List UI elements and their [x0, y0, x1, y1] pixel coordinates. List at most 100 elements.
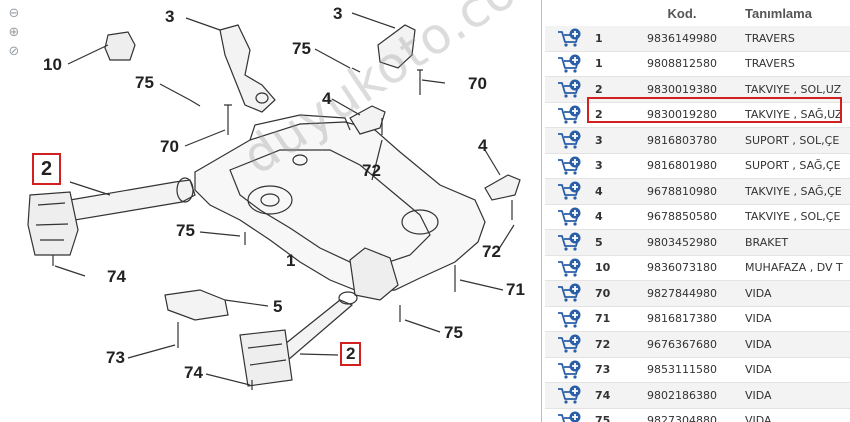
part-ref-number: 72 — [593, 331, 623, 358]
callout-2-left[interactable]: 2 — [32, 153, 62, 185]
cart-cell — [545, 127, 593, 154]
part-code: 9853111580 — [623, 357, 741, 383]
callout-75-b[interactable]: 75 — [292, 39, 311, 58]
zoom-reset-icon[interactable]: ⊘ — [8, 44, 20, 59]
add-to-cart-icon[interactable] — [556, 181, 582, 201]
parts-diagram[interactable]: ⊖ ⊕ ⊘ duyukoto.com 3 3 10 75 75 70 70 4 … — [0, 0, 568, 422]
part-description: TRAVERS — [741, 51, 850, 77]
add-to-cart-icon[interactable] — [556, 54, 582, 74]
callout-10[interactable]: 10 — [43, 55, 62, 74]
add-to-cart-icon[interactable] — [556, 283, 582, 303]
callout-3-right[interactable]: 3 — [333, 4, 343, 23]
part-ref-number: 2 — [593, 102, 623, 128]
part-ref-number: 73 — [593, 357, 623, 383]
zoom-in-icon[interactable]: ⊕ — [8, 25, 20, 40]
part-ref-number: 70 — [593, 280, 623, 307]
callout-72-b[interactable]: 72 — [482, 242, 501, 261]
part-code: 9827304880 — [623, 408, 741, 422]
callout-2-right[interactable]: 2 — [340, 342, 362, 366]
cart-cell — [545, 331, 593, 358]
callout-70-right[interactable]: 70 — [468, 74, 487, 93]
add-to-cart-icon[interactable] — [556, 411, 582, 422]
callout-4-right[interactable]: 4 — [478, 136, 488, 155]
add-to-cart-icon[interactable] — [556, 385, 582, 405]
callout-4-left[interactable]: 4 — [322, 89, 332, 108]
cart-cell — [545, 76, 593, 103]
add-to-cart-icon[interactable] — [556, 105, 582, 125]
zoom-toolbar: ⊖ ⊕ ⊘ — [6, 6, 22, 63]
part-code: 9816817380 — [623, 306, 741, 332]
part-code: 9676367680 — [623, 331, 741, 358]
cart-cell — [545, 102, 593, 128]
part-code: 9816801980 — [623, 153, 741, 179]
part-code: 9827844980 — [623, 280, 741, 307]
add-to-cart-icon[interactable] — [556, 334, 582, 354]
cart-cell — [545, 306, 593, 332]
callout-75-d[interactable]: 75 — [444, 323, 463, 342]
part-description: VIDA — [741, 306, 850, 332]
callout-3-left[interactable]: 3 — [165, 7, 175, 26]
callout-5[interactable]: 5 — [273, 297, 283, 316]
add-to-cart-icon[interactable] — [556, 232, 582, 252]
zoom-out-icon[interactable]: ⊖ — [8, 6, 20, 21]
add-to-cart-icon[interactable] — [556, 207, 582, 227]
part-code: 9830019280 — [623, 102, 741, 128]
part-description: SUPORT , SOL,ÇE — [741, 127, 850, 154]
part-code: 9803452980 — [623, 229, 741, 256]
cart-cell — [545, 255, 593, 281]
callout-72-a[interactable]: 72 — [362, 161, 381, 180]
part-description: VIDA — [741, 331, 850, 358]
part-description: TAKVIYE , SOL,UZ — [741, 76, 850, 103]
cart-cell — [545, 51, 593, 77]
part-description: SUPORT , SAĞ,ÇE — [741, 153, 850, 179]
part-description: BRAKET — [741, 229, 850, 256]
add-to-cart-icon[interactable] — [556, 309, 582, 329]
part-ref-number: 71 — [593, 306, 623, 332]
part-code: 9678810980 — [623, 178, 741, 205]
part-description: TAKVIYE , SAĞ,UZ — [741, 102, 850, 128]
part-code: 9836073180 — [623, 255, 741, 281]
add-to-cart-icon[interactable] — [556, 130, 582, 150]
part-ref-number: 75 — [593, 408, 623, 422]
add-to-cart-icon[interactable] — [556, 79, 582, 99]
callout-73[interactable]: 73 — [106, 348, 125, 367]
callout-75-a[interactable]: 75 — [135, 73, 154, 92]
callout-74-a[interactable]: 74 — [107, 267, 126, 286]
add-to-cart-icon[interactable] — [556, 156, 582, 176]
part-code: 9836149980 — [623, 26, 741, 52]
add-to-cart-icon[interactable] — [556, 258, 582, 278]
callout-1[interactable]: 1 — [286, 251, 296, 270]
part-code: 9830019380 — [623, 76, 741, 103]
part-ref-number: 2 — [593, 76, 623, 103]
part-ref-number: 4 — [593, 178, 623, 205]
callout-71[interactable]: 71 — [506, 280, 525, 299]
add-to-cart-icon[interactable] — [556, 28, 582, 48]
callout-75-c[interactable]: 75 — [176, 221, 195, 240]
add-to-cart-icon[interactable] — [556, 360, 582, 380]
part-ref-number: 3 — [593, 153, 623, 179]
table-header: Kod. Tanımlama — [545, 0, 850, 26]
part-description: VIDA — [741, 382, 850, 409]
callout-70-left[interactable]: 70 — [160, 137, 179, 156]
cart-cell — [545, 153, 593, 179]
part-description: TAKVIYE , SOL,ÇE — [741, 204, 850, 230]
part-ref-number: 1 — [593, 51, 623, 77]
callout-74-b[interactable]: 74 — [184, 363, 203, 382]
